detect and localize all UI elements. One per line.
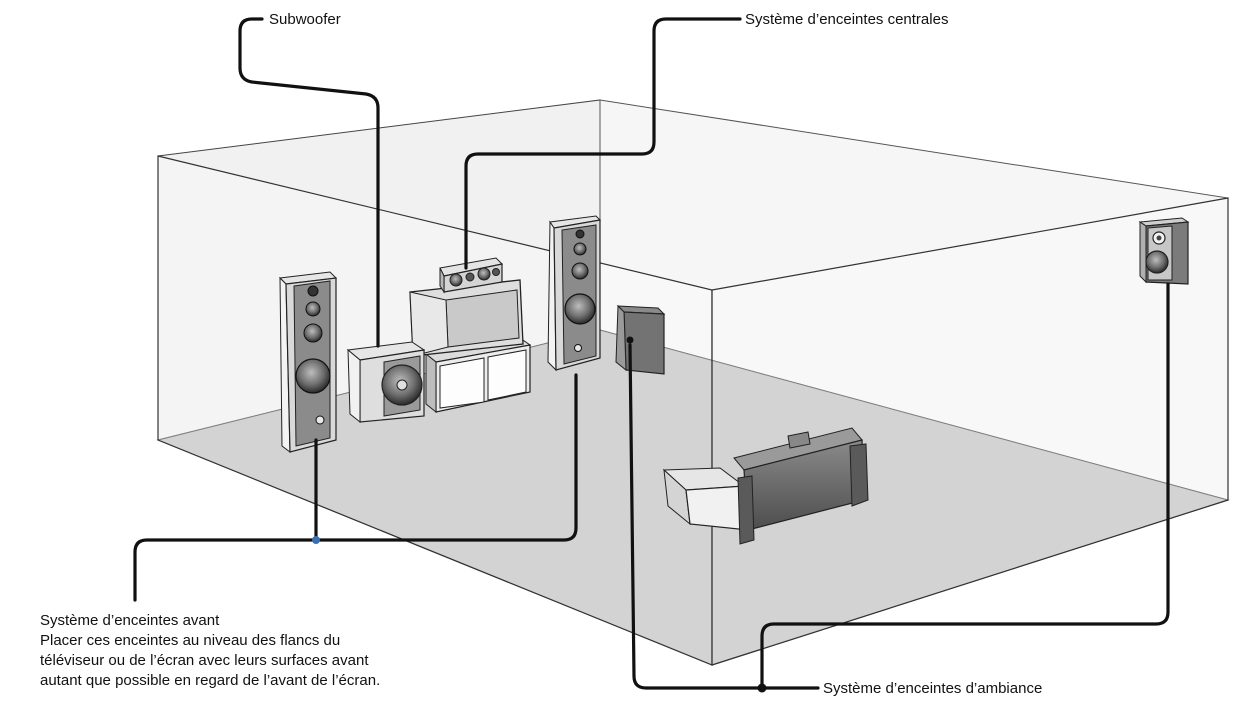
subwoofer — [346, 341, 426, 424]
front-right-speaker — [547, 215, 602, 372]
surround-leader — [628, 282, 1170, 690]
surround-right-speaker — [1138, 217, 1190, 285]
sofa — [662, 427, 869, 545]
right-glass-wall — [711, 197, 1229, 666]
front-speaker-note: Placer ces enceintes au niveau des flanc… — [40, 631, 380, 691]
front-speaker-label: Système d’enceintes avant — [40, 612, 220, 629]
front-note-line-3: autant que possible en regard de l’avant… — [40, 672, 381, 689]
surround-speaker-label: Système d’enceintes d’ambiance — [823, 680, 1043, 697]
tv-unit — [409, 279, 532, 414]
front-left-speaker — [278, 271, 338, 454]
front-leader — [133, 373, 578, 602]
center-leader — [464, 17, 742, 270]
subwoofer-label: Subwoofer — [269, 11, 341, 28]
surround-left-speaker — [615, 304, 666, 375]
subwoofer-leader — [238, 17, 380, 348]
leader-lines — [133, 17, 1170, 690]
center-speaker — [439, 257, 504, 294]
front-note-line-1: Placer ces enceintes au niveau des flanc… — [40, 632, 341, 649]
center-speaker-label: Système d’enceintes centrales — [745, 11, 949, 28]
surround-junction-dot — [757, 683, 767, 693]
front-junction-dot — [312, 536, 320, 544]
front-note-line-2: téléviseur ou de l’écran avec leurs surf… — [40, 652, 369, 669]
